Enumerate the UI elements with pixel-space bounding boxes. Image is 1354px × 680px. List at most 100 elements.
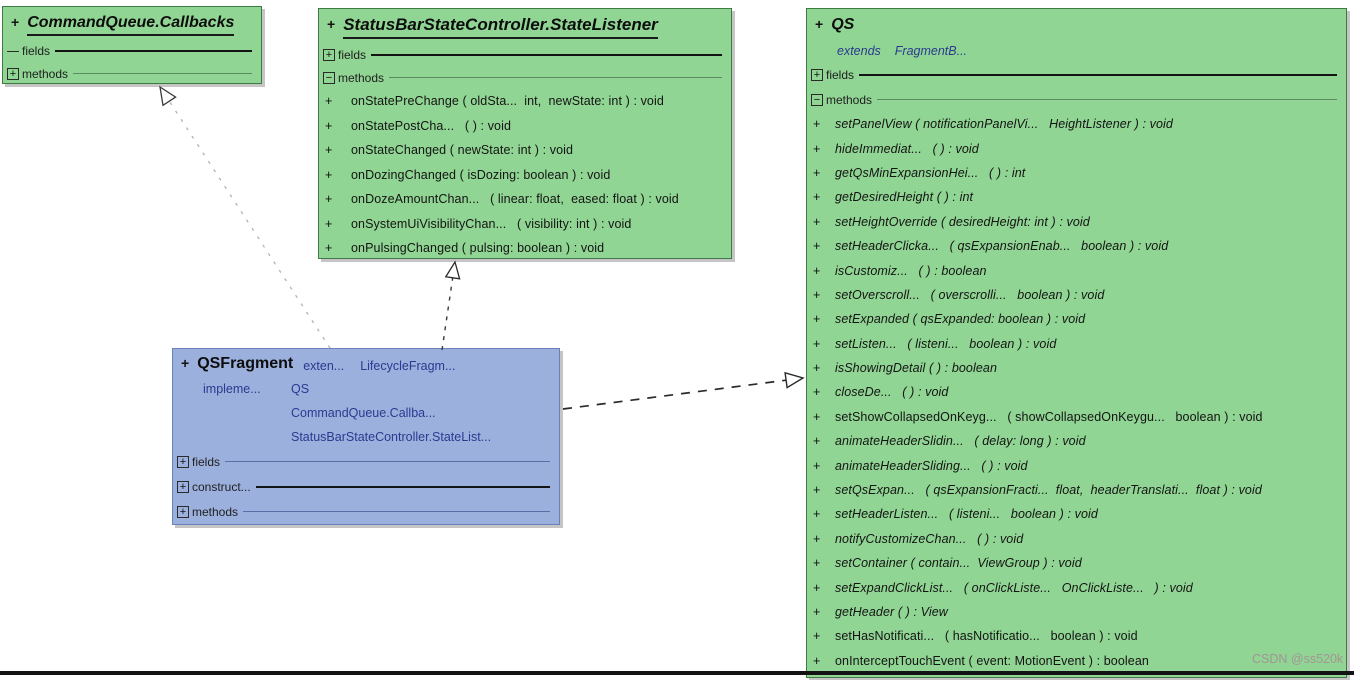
- method-signature: getDesiredHeight ( ) : int: [835, 190, 974, 205]
- method-signature: onStatePreChange ( oldSta... int, newSta…: [351, 94, 664, 109]
- expand-icon[interactable]: +: [811, 69, 823, 82]
- method-row[interactable]: + isCustomiz... ( ) : boolean: [807, 258, 1346, 282]
- method-row[interactable]: + animateHeaderSlidin... ( delay: long )…: [807, 429, 1346, 453]
- method-row[interactable]: + onDozeAmountChan... ( linear: float, e…: [319, 187, 731, 212]
- method-row[interactable]: + onStateChanged ( newState: int ) : voi…: [319, 138, 731, 163]
- method-row[interactable]: + setPanelView ( notificationPanelVi... …: [807, 112, 1346, 136]
- class-title-row: + StatusBarStateController.StateListener: [319, 9, 731, 43]
- visibility-marker: +: [813, 385, 821, 400]
- visibility-marker: +: [325, 192, 333, 207]
- class-qs[interactable]: + QS extends FragmentB... + fields − met…: [806, 8, 1347, 678]
- class-commandqueue-callbacks[interactable]: + CommandQueue.Callbacks fields + method…: [2, 6, 262, 84]
- section-label: methods: [192, 504, 239, 519]
- section-row: + fields: [319, 43, 731, 66]
- class-title-row: + QS: [807, 9, 1346, 39]
- extends-type: FragmentB...: [894, 44, 968, 58]
- section-label: methods: [22, 66, 69, 81]
- method-row[interactable]: + animateHeaderSliding... ( ) : void: [807, 453, 1346, 477]
- method-signature: setHasNotificati... ( hasNotificatio... …: [835, 629, 1138, 644]
- class-name: StatusBarStateController.StateListener: [343, 15, 658, 39]
- method-signature: setContainer ( contain... ViewGroup ) : …: [835, 556, 1082, 571]
- class-statusbarstatecontroller-statelistener[interactable]: + StatusBarStateController.StateListener…: [318, 8, 732, 259]
- method-row[interactable]: + setContainer ( contain... ViewGroup ) …: [807, 551, 1346, 575]
- method-row[interactable]: + setHasNotificati... ( hasNotificatio..…: [807, 624, 1346, 648]
- section-row: + construct...: [173, 474, 559, 499]
- method-row[interactable]: + isShowingDetail ( ) : boolean: [807, 356, 1346, 380]
- implements-type: CommandQueue.Callba...: [291, 406, 436, 420]
- collapse-icon[interactable]: −: [323, 71, 335, 84]
- bottom-border-line: [0, 671, 1354, 675]
- method-row[interactable]: + getHeader ( ) : View: [807, 600, 1346, 624]
- method-row[interactable]: + onInterceptTouchEvent ( event: MotionE…: [807, 649, 1346, 673]
- expand-icon[interactable]: +: [177, 505, 189, 518]
- method-signature: closeDe... ( ) : void: [835, 385, 949, 400]
- section-row: + methods: [173, 499, 559, 524]
- expand-icon[interactable]: +: [7, 67, 19, 80]
- section-label: fields: [22, 43, 51, 58]
- visibility-marker: +: [325, 94, 333, 109]
- expand-icon[interactable]: +: [177, 480, 189, 493]
- section-divider: [371, 53, 722, 56]
- section-row: + fields: [807, 63, 1346, 88]
- section-label: fields: [826, 68, 855, 83]
- visibility-marker: +: [813, 507, 821, 522]
- visibility-marker: +: [181, 355, 190, 371]
- method-signature: setExpandClickList... ( onClickListe... …: [835, 580, 1193, 595]
- arrowhead-statelistener: [444, 260, 461, 280]
- method-row[interactable]: + onPulsingChanged ( pulsing: boolean ) …: [319, 236, 731, 261]
- collapse-icon[interactable]: −: [811, 93, 823, 106]
- watermark: CSDN @ss520k: [1252, 652, 1344, 666]
- method-signature: getHeader ( ) : View: [835, 605, 948, 619]
- extends-type: LifecycleFragm...: [360, 359, 456, 373]
- method-row[interactable]: + setHeaderListen... ( listeni... boolea…: [807, 502, 1346, 526]
- section-divider: [877, 99, 1337, 101]
- method-signature: setPanelView ( notificationPanelVi... He…: [835, 117, 1173, 132]
- method-signature: onSystemUiVisibilityChan... ( visibility…: [351, 216, 632, 231]
- method-signature: setHeaderListen... ( listeni... boolean …: [835, 507, 1098, 522]
- method-row[interactable]: + setExpanded ( qsExpanded: boolean ) : …: [807, 307, 1346, 331]
- method-signature: onStatePostCha... ( ) : void: [351, 118, 512, 133]
- method-row[interactable]: + hideImmediat... ( ) : void: [807, 136, 1346, 160]
- dash-icon[interactable]: [7, 50, 19, 52]
- method-row[interactable]: + notifyCustomizeChan... ( ) : void: [807, 527, 1346, 551]
- method-row[interactable]: + setOverscroll... ( overscrolli... bool…: [807, 283, 1346, 307]
- method-signature: getQsMinExpansionHei... ( ) : int: [835, 165, 1026, 180]
- expand-icon[interactable]: +: [323, 48, 335, 61]
- section-label: fields: [192, 454, 221, 469]
- method-row[interactable]: + onStatePostCha... ( ) : void: [319, 114, 731, 139]
- method-signature: animateHeaderSliding... ( ) : void: [835, 458, 1028, 473]
- method-row[interactable]: + getQsMinExpansionHei... ( ) : int: [807, 161, 1346, 185]
- section-divider: [225, 461, 550, 462]
- method-signature: setHeaderClicka... ( qsExpansionEnab... …: [835, 239, 1169, 254]
- method-row[interactable]: + setHeaderClicka... ( qsExpansionEnab..…: [807, 234, 1346, 258]
- method-row[interactable]: + setListen... ( listeni... boolean ) : …: [807, 332, 1346, 356]
- method-row[interactable]: + setShowCollapsedOnKeyg... ( showCollap…: [807, 405, 1346, 429]
- method-row[interactable]: + setHeightOverride ( desiredHeight: int…: [807, 210, 1346, 234]
- method-signature: setQsExpan... ( qsExpansionFracti... flo…: [835, 483, 1262, 498]
- class-title-row: + QSFragment exten... LifecycleFragm...: [173, 349, 559, 377]
- extends-keyword: exten...: [303, 359, 345, 373]
- section-row: fields: [3, 39, 261, 62]
- visibility-marker: +: [813, 336, 821, 351]
- method-signature: setListen... ( listeni... boolean ) : vo…: [835, 336, 1057, 351]
- section-label: methods: [338, 70, 385, 85]
- method-row[interactable]: + getDesiredHeight ( ) : int: [807, 185, 1346, 209]
- method-row[interactable]: + onStatePreChange ( oldSta... int, newS…: [319, 89, 731, 114]
- section-row: − methods: [319, 66, 731, 89]
- section-label: methods: [826, 92, 873, 107]
- method-row[interactable]: + onDozingChanged ( isDozing: boolean ) …: [319, 163, 731, 188]
- expand-icon[interactable]: +: [177, 455, 189, 468]
- method-row[interactable]: + setExpandClickList... ( onClickListe..…: [807, 575, 1346, 599]
- section-label: fields: [338, 47, 367, 62]
- method-row[interactable]: + onSystemUiVisibilityChan... ( visibili…: [319, 212, 731, 237]
- visibility-marker: +: [813, 263, 821, 278]
- extends-row: extends FragmentB...: [807, 39, 1346, 63]
- visibility-marker: +: [325, 241, 333, 256]
- class-qsfragment[interactable]: + QSFragment exten... LifecycleFragm... …: [172, 348, 560, 525]
- implements-type: QS: [291, 382, 310, 396]
- class-name: QS: [831, 16, 855, 33]
- method-signature: onDozeAmountChan... ( linear: float, eas…: [351, 192, 679, 207]
- method-row[interactable]: + setQsExpan... ( qsExpansionFracti... f…: [807, 478, 1346, 502]
- visibility-marker: +: [813, 214, 821, 229]
- method-row[interactable]: + closeDe... ( ) : void: [807, 380, 1346, 404]
